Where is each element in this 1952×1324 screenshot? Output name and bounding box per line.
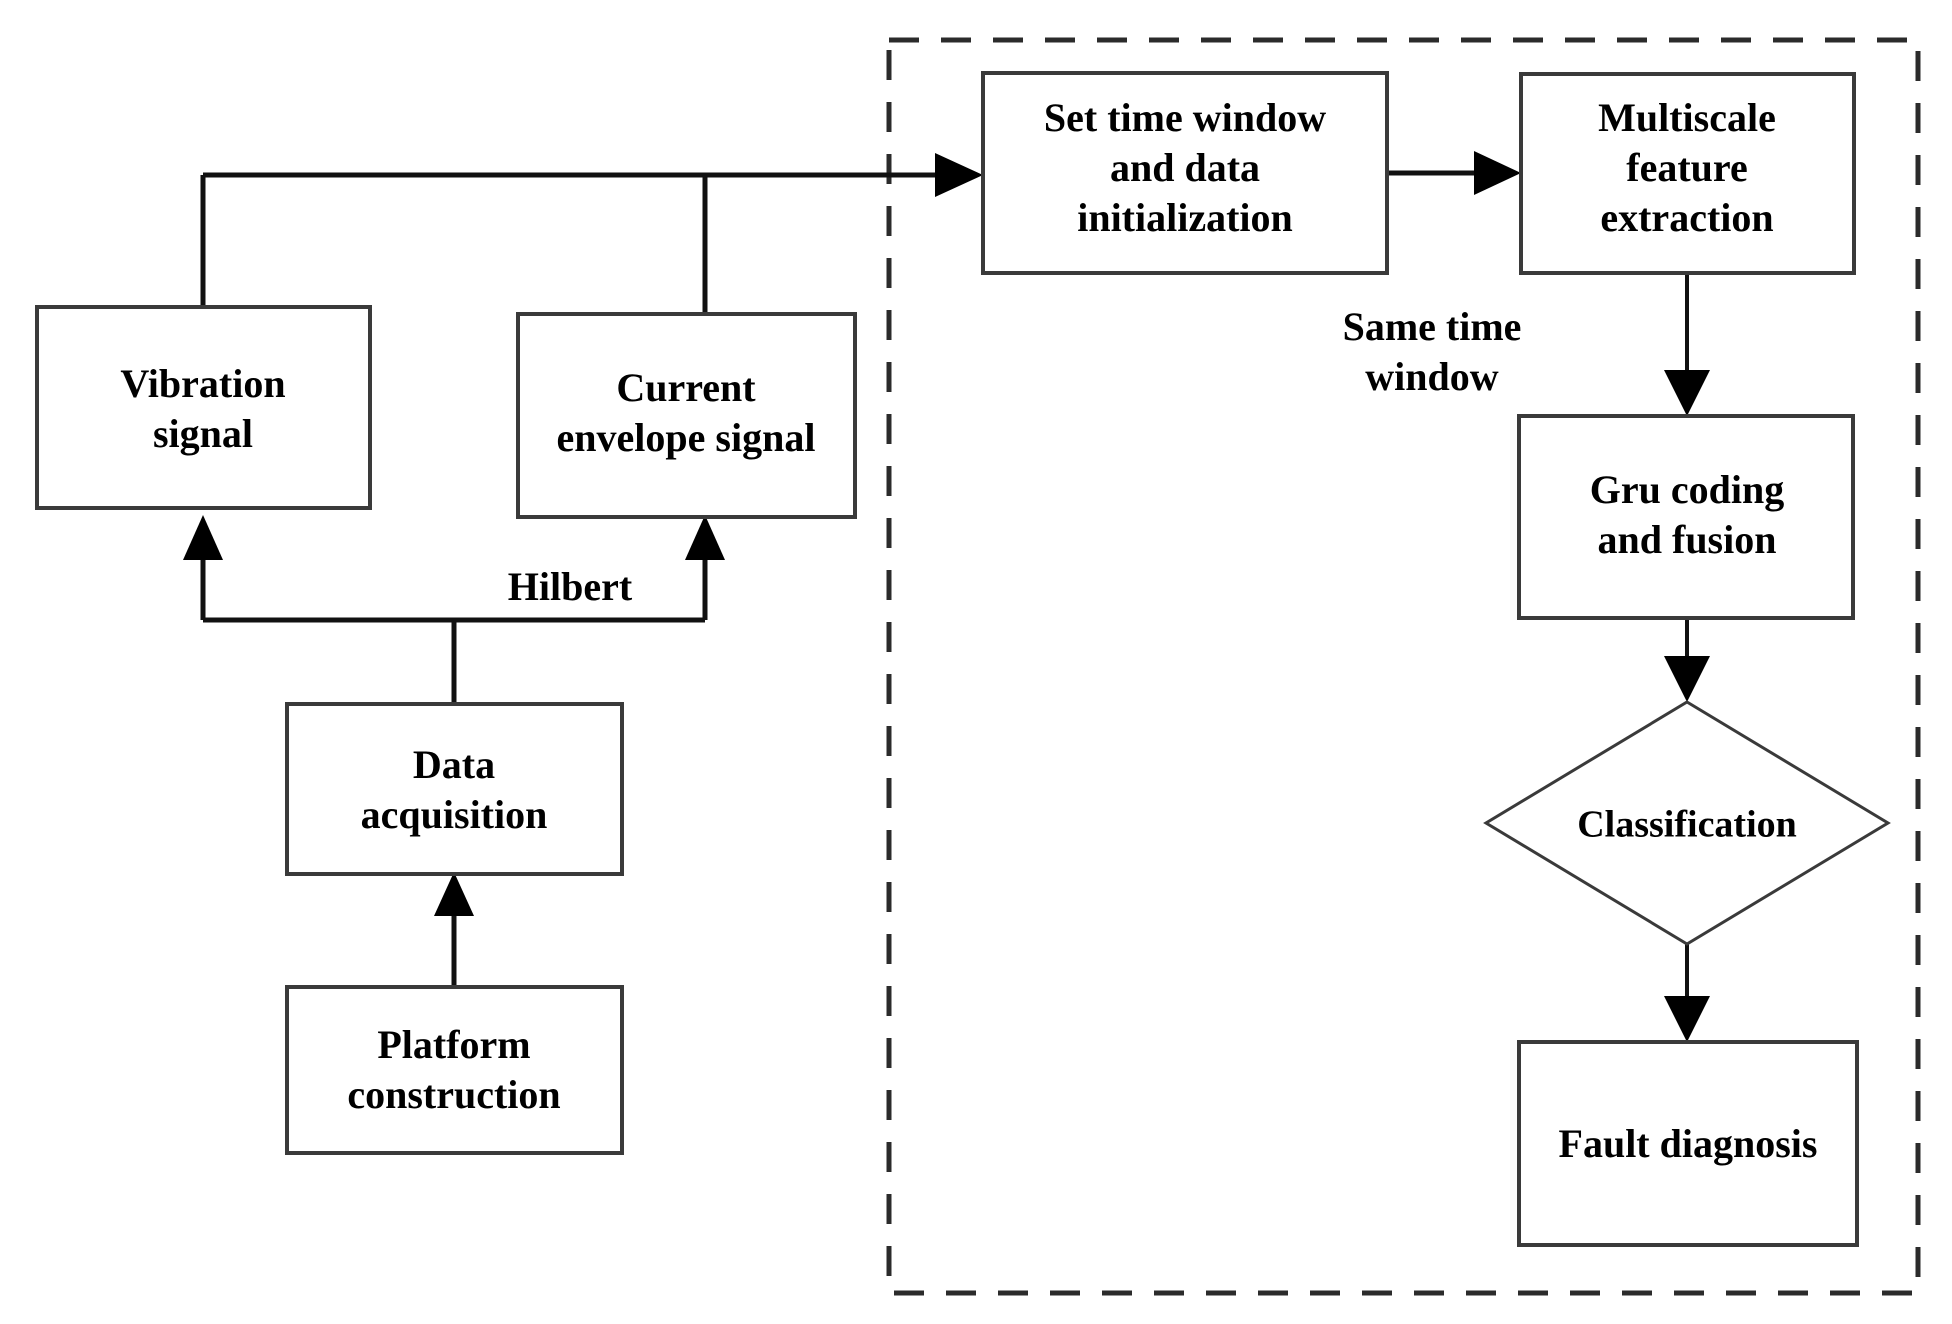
- node-platform-construction[interactable]: Platform construction: [285, 985, 624, 1155]
- node-multiscale-feature-extraction[interactable]: Multiscale feature extraction: [1519, 72, 1856, 275]
- node-gru-coding-and-fusion-box[interactable]: [1517, 414, 1855, 620]
- node-data-acquisition[interactable]: Data acquisition: [285, 702, 624, 876]
- node-data-acquisition-line-0: Data: [413, 742, 495, 787]
- node-set-time-window[interactable]: Set time window and data initialization: [981, 71, 1389, 275]
- node-classification-label: Classification: [1577, 804, 1797, 846]
- node-data-acquisition-line-1: acquisition: [361, 792, 548, 837]
- node-platform-construction-line-1: construction: [347, 1072, 560, 1117]
- arrowhead-bus-to-vibration: [183, 515, 223, 560]
- node-fault-diagnosis-box[interactable]: [1517, 1040, 1859, 1247]
- edge-label-hilbert: Hilbert: [508, 564, 633, 609]
- node-vibration-signal-box[interactable]: [35, 305, 372, 510]
- node-vibration-signal[interactable]: Vibration signal: [35, 305, 372, 510]
- edge-label-same-time-window-line-0: Same time: [1343, 304, 1522, 349]
- arrowhead-classification-to-fault: [1664, 996, 1710, 1042]
- node-set-time-window-line-0: Set time window: [1044, 95, 1326, 140]
- node-gru-line-1: and fusion: [1598, 517, 1777, 562]
- arrowhead-gru-to-classification: [1664, 656, 1710, 702]
- node-fault-diagnosis-label: Fault diagnosis: [1559, 1121, 1818, 1166]
- node-classification[interactable]: Classification: [1483, 700, 1891, 946]
- edge-label-same-time-window-line-1: window: [1365, 354, 1498, 399]
- arrowhead-into-set-time-window: [935, 153, 983, 197]
- node-gru-coding-and-fusion[interactable]: Gru coding and fusion: [1517, 414, 1855, 620]
- node-set-time-window-line-2: initialization: [1077, 195, 1293, 240]
- node-current-envelope-signal-line-1: envelope signal: [557, 415, 816, 460]
- node-platform-construction-line-0: Platform: [377, 1022, 530, 1067]
- node-gru-line-0: Gru coding: [1590, 467, 1784, 512]
- node-multiscale-line-2: extraction: [1600, 195, 1773, 240]
- node-classification-diamond[interactable]: [1483, 700, 1891, 946]
- arrowhead-settime-to-multiscale: [1474, 151, 1521, 195]
- node-platform-construction-box[interactable]: [285, 985, 624, 1155]
- node-multiscale-line-1: feature: [1626, 145, 1747, 190]
- arrowhead-platform-to-data: [434, 872, 474, 916]
- arrowhead-multiscale-to-gru: [1664, 370, 1710, 416]
- node-multiscale-line-0: Multiscale: [1598, 95, 1776, 140]
- node-current-envelope-signal-line-0: Current: [616, 365, 756, 410]
- arrowhead-bus-to-current-envelope: [685, 515, 725, 560]
- node-vibration-signal-line-1: signal: [153, 411, 253, 456]
- node-set-time-window-box[interactable]: [981, 71, 1389, 275]
- node-data-acquisition-box[interactable]: [285, 702, 624, 876]
- node-set-time-window-line-1: and data: [1110, 145, 1260, 190]
- node-fault-diagnosis[interactable]: Fault diagnosis: [1517, 1040, 1859, 1247]
- node-current-envelope-signal-box[interactable]: [516, 312, 857, 519]
- node-vibration-signal-line-0: Vibration: [120, 361, 285, 406]
- node-current-envelope-signal[interactable]: Current envelope signal: [516, 312, 857, 519]
- node-multiscale-feature-extraction-box[interactable]: [1519, 72, 1856, 275]
